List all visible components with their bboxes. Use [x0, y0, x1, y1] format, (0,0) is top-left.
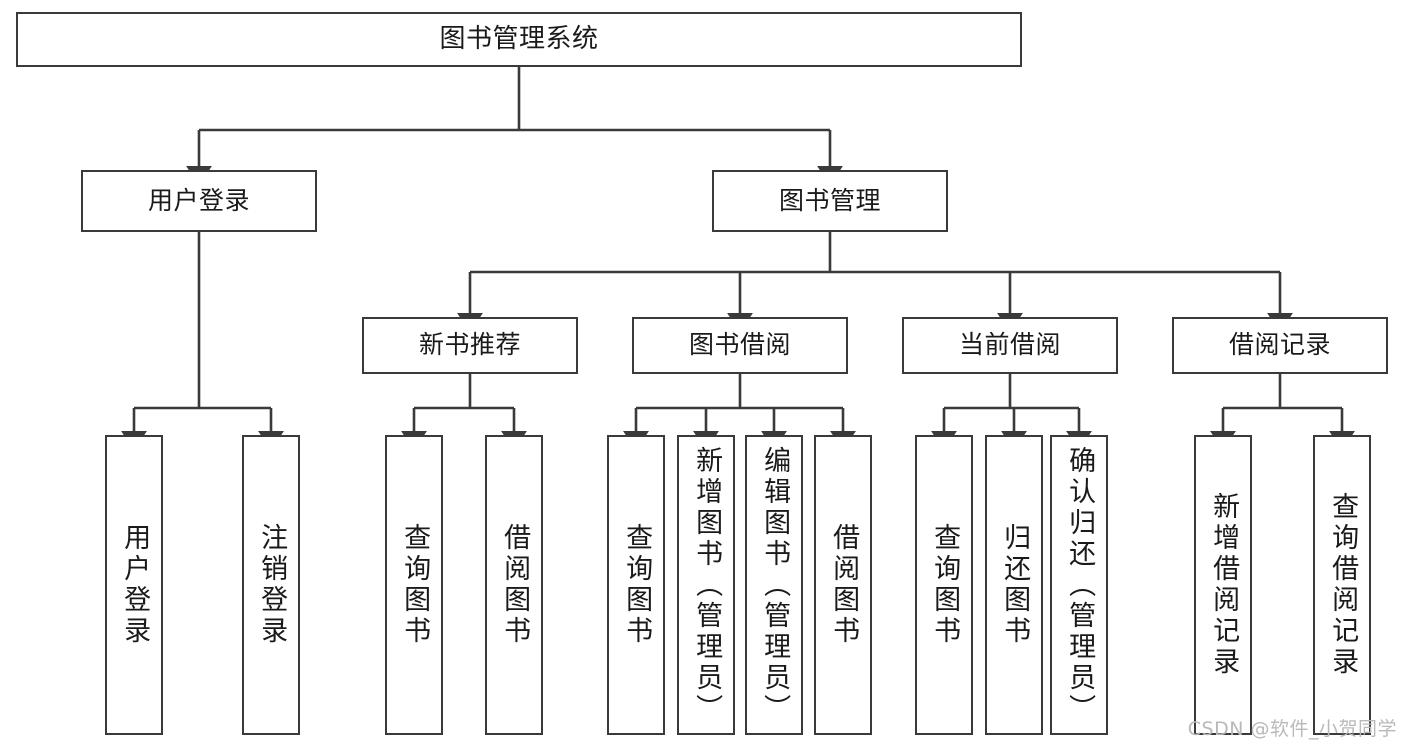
node-leaf-return-book-label: 归还图书: [999, 523, 1031, 647]
watermark: CSDN @软件_小贺同学: [1187, 718, 1397, 740]
node-book-manage-label: 图书管理: [778, 185, 881, 215]
node-leaf-query-book-1[interactable]: 查询图书: [385, 435, 443, 735]
node-leaf-add-book-label: 新增图书（管理员）: [691, 445, 723, 725]
node-book-borrow-label: 图书借阅: [688, 330, 791, 360]
node-root[interactable]: 图书管理系统: [16, 12, 1022, 67]
node-leaf-confirm-return[interactable]: 确认归还（管理员）: [1050, 435, 1108, 735]
node-leaf-borrow-book-2[interactable]: 借阅图书: [814, 435, 872, 735]
node-leaf-user-login-label: 用户登录: [119, 523, 151, 647]
node-leaf-edit-book[interactable]: 编辑图书（管理员）: [745, 435, 803, 735]
node-leaf-query-book-2[interactable]: 查询图书: [607, 435, 665, 735]
node-leaf-add-record[interactable]: 新增借阅记录: [1194, 435, 1252, 735]
node-leaf-return-book[interactable]: 归还图书: [985, 435, 1043, 735]
node-leaf-borrow-book-1[interactable]: 借阅图书: [485, 435, 543, 735]
node-root-label: 图书管理系统: [439, 23, 599, 54]
node-leaf-add-record-label: 新增借阅记录: [1208, 492, 1240, 678]
node-current-borrow-label: 当前借阅: [958, 330, 1061, 360]
node-user-login-label: 用户登录: [147, 185, 250, 215]
node-user-login[interactable]: 用户登录: [81, 170, 317, 232]
node-new-book-recommend[interactable]: 新书推荐: [362, 317, 578, 374]
node-leaf-edit-book-label: 编辑图书（管理员）: [759, 445, 791, 725]
node-leaf-query-record-label: 查询借阅记录: [1327, 492, 1359, 678]
node-leaf-query-book-3[interactable]: 查询图书: [915, 435, 973, 735]
node-leaf-query-book-1-label: 查询图书: [399, 523, 431, 647]
node-leaf-query-book-2-label: 查询图书: [621, 523, 653, 647]
node-current-borrow[interactable]: 当前借阅: [902, 317, 1118, 374]
node-new-book-recommend-label: 新书推荐: [418, 330, 521, 360]
node-leaf-query-record[interactable]: 查询借阅记录: [1313, 435, 1371, 735]
node-book-manage[interactable]: 图书管理: [712, 170, 948, 232]
node-leaf-confirm-return-label: 确认归还（管理员）: [1064, 445, 1096, 725]
node-leaf-borrow-book-1-label: 借阅图书: [499, 523, 531, 647]
node-leaf-logout-label: 注销登录: [256, 523, 288, 647]
node-book-borrow[interactable]: 图书借阅: [632, 317, 848, 374]
node-borrow-record-label: 借阅记录: [1228, 330, 1331, 360]
node-leaf-query-book-3-label: 查询图书: [929, 523, 961, 647]
node-leaf-logout[interactable]: 注销登录: [242, 435, 300, 735]
node-leaf-borrow-book-2-label: 借阅图书: [828, 523, 860, 647]
node-leaf-add-book[interactable]: 新增图书（管理员）: [677, 435, 735, 735]
node-borrow-record[interactable]: 借阅记录: [1172, 317, 1388, 374]
node-leaf-user-login[interactable]: 用户登录: [105, 435, 163, 735]
